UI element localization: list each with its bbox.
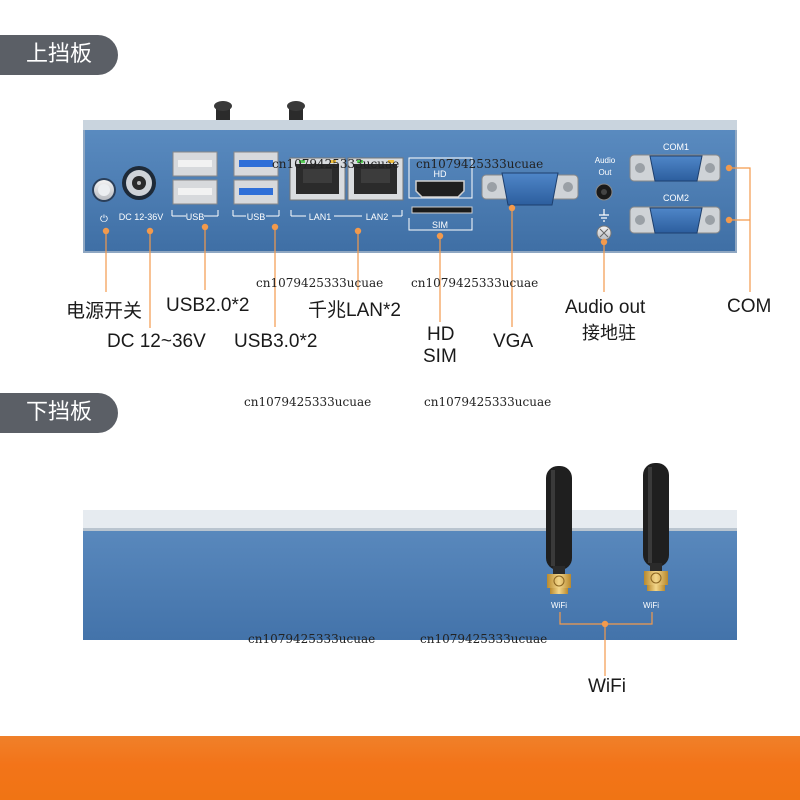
callout-hd: HD xyxy=(427,324,455,345)
power-silk-icon: ⏻ xyxy=(100,214,108,225)
audio-silk-label-2: Out xyxy=(599,168,613,177)
callout-lan: 千兆LAN*2 xyxy=(308,300,401,321)
com2-port[interactable] xyxy=(629,206,721,234)
watermark-text: cn1079425333ucuae xyxy=(416,157,544,171)
lan2-silk-label: LAN2 xyxy=(366,212,389,222)
watermark-text: cn1079425333ucuae xyxy=(248,632,376,646)
top-antenna-stub-left xyxy=(214,101,232,122)
lan-ports[interactable] xyxy=(289,157,404,201)
sim-slot[interactable] xyxy=(411,206,473,214)
callout-audio-out: Audio out xyxy=(565,297,646,318)
lan1-silk-label: LAN1 xyxy=(309,212,332,222)
watermark-text: cn1079425333ucuae xyxy=(244,395,372,409)
bottom-panel-illustration: WiFi WiFi xyxy=(83,463,737,676)
callout-dots xyxy=(102,164,733,246)
com2-silk-label: COM2 xyxy=(663,193,689,203)
hd-port[interactable] xyxy=(415,180,465,198)
wifi-antenna-1[interactable] xyxy=(546,466,572,594)
bottom-orange-banner xyxy=(0,736,800,800)
dc-silk-label: DC 12-36V xyxy=(119,212,164,222)
dc-jack[interactable] xyxy=(122,166,156,200)
watermark-text: cn1079425333ucuae xyxy=(420,632,548,646)
usb2-ports[interactable] xyxy=(172,151,218,205)
top-antenna-stub-right xyxy=(287,101,305,122)
callout-ground: 接地驻 xyxy=(582,323,636,343)
watermark-text: cn1079425333ucuae xyxy=(424,395,552,409)
watermark-text: cn1079425333ucuae xyxy=(256,276,384,290)
top-panel-title: 上挡板 xyxy=(0,35,118,75)
usb3-ports[interactable] xyxy=(233,151,279,205)
ground-symbol-icon xyxy=(599,209,609,222)
callout-dc-input: DC 12~36V xyxy=(107,331,206,352)
callout-wifi: WiFi xyxy=(588,676,626,697)
audio-silk-label-1: Audio xyxy=(595,156,616,165)
callout-vga: VGA xyxy=(493,331,534,352)
com1-silk-label: COM1 xyxy=(663,142,689,152)
wifi-antenna-2[interactable] xyxy=(643,463,669,591)
watermark-text: cn1079425333ucuae xyxy=(411,276,539,290)
callout-lines xyxy=(105,167,751,328)
top-panel-illustration: ⏻ DC 12-36V USB USB LAN1 LAN2 xyxy=(83,101,751,328)
wifi-silk-label-2: WiFi xyxy=(643,601,659,610)
callout-power-switch: 电源开关 xyxy=(66,301,143,322)
sim-silk-label: SIM xyxy=(432,220,448,230)
bottom-panel-title: 下挡板 xyxy=(0,393,118,433)
com1-port[interactable] xyxy=(629,154,721,182)
usb2-silk-label: USB xyxy=(186,212,205,222)
wifi-silk-label-1: WiFi xyxy=(551,601,567,610)
callout-usb2: USB2.0*2 xyxy=(166,295,250,316)
callout-usb3: USB3.0*2 xyxy=(234,331,318,352)
watermark-text: cn1079425333ucuae xyxy=(272,157,400,171)
power-button[interactable] xyxy=(92,178,116,202)
audio-out-jack[interactable] xyxy=(595,183,613,201)
hd-silk-label: HD xyxy=(434,169,447,179)
bottom-panel-chassis xyxy=(83,510,737,640)
usb3-silk-label: USB xyxy=(247,212,266,222)
callout-com: COM xyxy=(727,296,772,317)
vga-port[interactable] xyxy=(481,172,579,206)
callout-sim: SIM xyxy=(423,346,457,367)
ground-screw[interactable] xyxy=(596,225,612,241)
